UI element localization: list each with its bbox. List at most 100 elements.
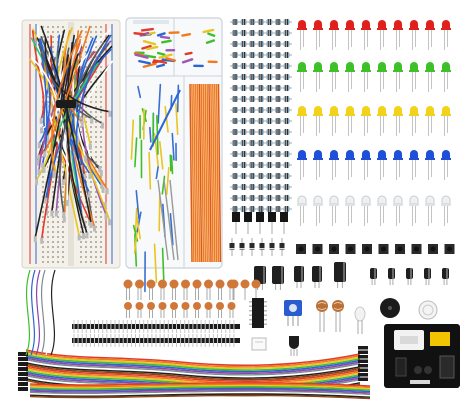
resistor	[232, 41, 238, 47]
ribbon-wire	[29, 391, 371, 397]
jumper-wire	[44, 36, 111, 113]
resistor	[240, 107, 247, 113]
resistor	[249, 107, 256, 113]
ribbon-wire	[29, 394, 371, 400]
led	[298, 106, 306, 114]
ribbon-wire	[25, 349, 361, 367]
ceramic-capacitor	[124, 302, 132, 310]
short-jumper	[184, 51, 193, 56]
ribbon-wire	[25, 269, 31, 356]
resistor	[257, 52, 264, 58]
short-jumper	[142, 62, 157, 68]
led	[330, 62, 338, 70]
jumper-wire	[157, 83, 162, 124]
diode	[249, 243, 255, 250]
resistor	[232, 118, 238, 124]
resistor	[249, 96, 256, 102]
dupont-connector	[358, 368, 368, 372]
resistor	[249, 206, 256, 212]
resistor	[232, 195, 238, 201]
short-jumper	[152, 59, 164, 64]
resistor	[275, 19, 281, 25]
ceramic-capacitor	[181, 279, 190, 289]
jumper-wire	[217, 83, 222, 263]
ribbon-wire	[25, 358, 361, 376]
ceramic-capacitors	[123, 279, 261, 318]
pin-headers	[72, 320, 240, 347]
resistor	[232, 206, 238, 212]
short-jumper	[142, 40, 157, 46]
resistor	[240, 129, 247, 135]
resistor	[240, 63, 247, 69]
led	[410, 20, 418, 28]
short-jumper	[134, 53, 149, 59]
breadboard-power-module	[384, 324, 460, 388]
resistor	[266, 173, 273, 179]
jumper-wire	[176, 84, 180, 113]
dupont-connector	[358, 364, 368, 368]
resistor	[275, 41, 281, 47]
potentiometer	[284, 300, 302, 326]
led	[362, 20, 370, 28]
resistor	[232, 184, 238, 190]
jumper-wire	[210, 83, 214, 263]
ribbon-wire	[29, 387, 371, 393]
jumper-wire	[133, 231, 138, 254]
resistor	[283, 96, 290, 102]
resistor	[249, 74, 256, 80]
resistor	[249, 173, 256, 179]
ceramic-capacitor	[170, 302, 178, 310]
jumper-wire	[51, 29, 83, 173]
resistor	[257, 195, 264, 201]
jumper-wire	[169, 154, 172, 172]
jumper-wire	[153, 243, 158, 284]
jumper-wire	[158, 192, 161, 232]
short-jumper	[133, 52, 148, 58]
led	[298, 150, 306, 158]
resistor	[283, 129, 290, 135]
jumper-wire	[213, 83, 218, 263]
ribbon-wire	[25, 365, 361, 383]
resistor	[275, 85, 281, 91]
ceramic-capacitor	[204, 279, 213, 289]
resistor	[249, 85, 256, 91]
resistor	[283, 85, 290, 91]
resistor	[266, 107, 273, 113]
resistor	[240, 41, 247, 47]
resistor	[275, 184, 281, 190]
ceramic-capacitor	[169, 279, 179, 289]
led	[314, 106, 322, 114]
jumper-wire	[208, 83, 212, 263]
diodes	[229, 212, 288, 256]
short-jumper	[207, 32, 216, 37]
led	[410, 150, 418, 158]
resistor	[275, 129, 281, 135]
ceramic-capacitor	[204, 302, 213, 310]
jumper-wire	[193, 83, 197, 263]
resistor	[249, 129, 256, 135]
led	[425, 195, 435, 205]
resistor	[257, 140, 264, 146]
jumper-wire	[169, 212, 174, 246]
ceramic-capacitor	[147, 302, 155, 310]
ceramic-capacitor	[181, 302, 190, 310]
resistor	[240, 206, 247, 212]
dupont-connector	[18, 367, 28, 371]
jumper-wire	[215, 83, 220, 263]
resistor	[232, 162, 238, 168]
jumper-wire	[206, 83, 210, 263]
ceramic-capacitor	[192, 279, 202, 289]
resistor	[249, 151, 256, 157]
resistor	[232, 140, 238, 146]
jumper-wire	[38, 38, 51, 145]
resistor	[266, 30, 273, 36]
resistor	[240, 52, 247, 58]
resistor	[266, 52, 273, 58]
jumper-wire	[200, 83, 205, 263]
led	[330, 20, 338, 28]
transistors	[251, 336, 299, 356]
short-jumper	[159, 35, 171, 40]
led	[426, 20, 434, 28]
led	[442, 106, 450, 114]
led	[330, 106, 338, 114]
